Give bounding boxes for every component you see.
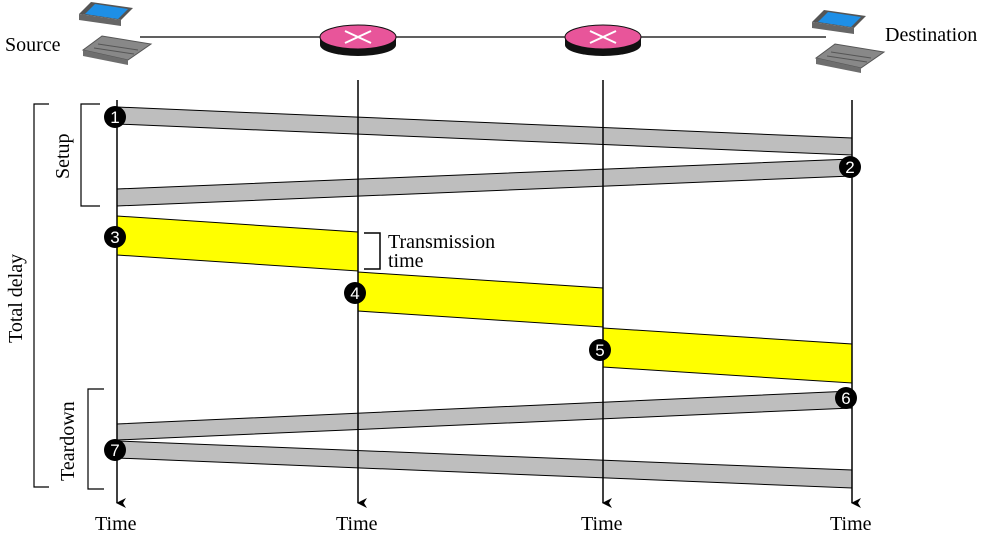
step-marker-4: 4 xyxy=(344,282,366,304)
source-laptop-icon xyxy=(79,2,153,65)
teardown-label: Teardown xyxy=(57,401,79,481)
router-2-icon xyxy=(564,24,642,56)
time-label-source: Time xyxy=(95,513,137,535)
setup-label: Setup xyxy=(52,133,74,179)
time-label-router-1: Time xyxy=(336,513,378,535)
destination-label: Destination xyxy=(885,24,977,46)
data-band-hop-2 xyxy=(357,271,604,328)
destination-laptop-icon xyxy=(812,10,886,73)
step-marker-7: 7 xyxy=(104,439,126,461)
step-marker-1: 1 xyxy=(104,106,126,128)
router-1-icon xyxy=(319,24,397,56)
step-marker-5: 5 xyxy=(589,339,611,361)
data-band-hop-1 xyxy=(116,215,359,272)
step-number: 7 xyxy=(110,441,119,460)
transmission-time-line1: Transmission xyxy=(388,231,495,253)
setup-request-band xyxy=(116,106,853,156)
step-number: 5 xyxy=(595,341,604,360)
teardown-ack-band xyxy=(116,440,853,489)
step-marker-3: 3 xyxy=(104,226,126,248)
step-marker-2: 2 xyxy=(839,156,861,178)
teardown-bracket xyxy=(87,388,104,490)
step-number: 6 xyxy=(841,389,850,408)
step-number: 2 xyxy=(845,158,854,177)
setup-ack-band xyxy=(116,158,853,207)
step-number: 4 xyxy=(350,284,359,303)
total-delay-label: Total delay xyxy=(5,254,27,343)
step-number: 3 xyxy=(110,228,119,247)
time-label-destination: Time xyxy=(830,513,872,535)
step-number: 1 xyxy=(110,108,119,127)
source-label: Source xyxy=(5,34,61,56)
total-delay-bracket xyxy=(33,103,49,488)
transmission-time-line2: time xyxy=(388,250,424,272)
teardown-request-band xyxy=(116,390,853,441)
step-marker-6: 6 xyxy=(835,387,857,409)
data-band-hop-3 xyxy=(602,327,853,384)
setup-bracket xyxy=(80,103,100,207)
time-label-router-2: Time xyxy=(581,513,623,535)
transmission-time-bracket xyxy=(364,232,381,270)
